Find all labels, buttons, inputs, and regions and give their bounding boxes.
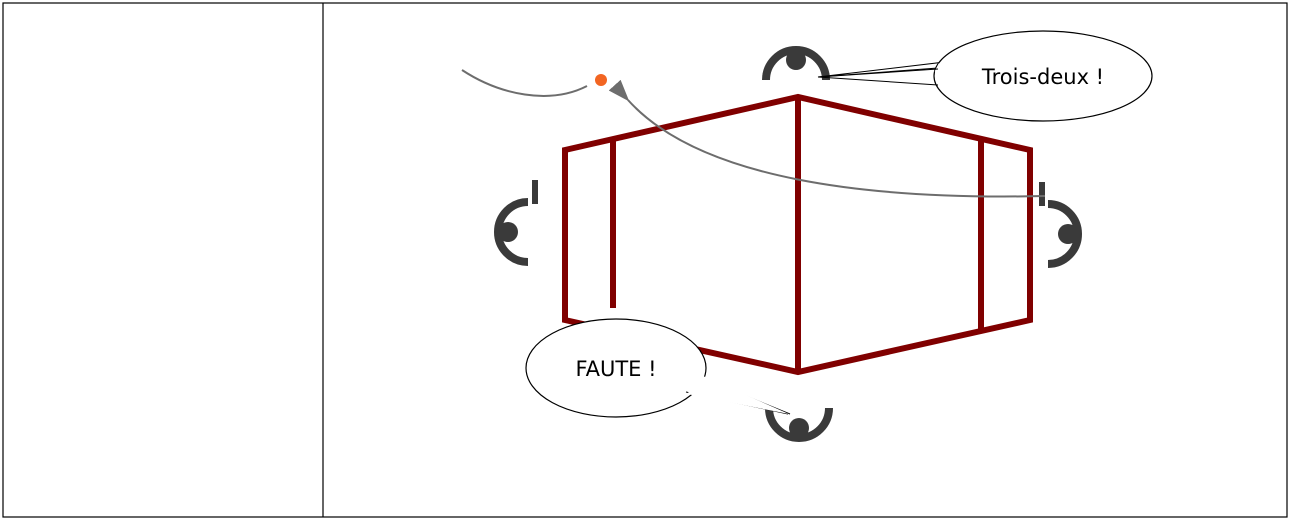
table-drawing bbox=[562, 93, 1033, 376]
player-icon bbox=[494, 180, 538, 266]
ball-icon bbox=[595, 74, 607, 86]
bubble-text-faute: FAUTE ! bbox=[575, 357, 656, 381]
bubble-text-trois-deux: Trois-deux ! bbox=[981, 65, 1104, 89]
player-icon bbox=[765, 407, 833, 442]
speech-bubble-bottom: FAUTE ! bbox=[525, 318, 791, 418]
speech-bubble-top: Trois-deux ! bbox=[817, 30, 1153, 122]
trajectory-arrow-icon bbox=[608, 79, 1046, 198]
player-icon bbox=[1039, 182, 1082, 268]
ball-trail bbox=[461, 69, 588, 97]
player-icon bbox=[762, 46, 830, 81]
